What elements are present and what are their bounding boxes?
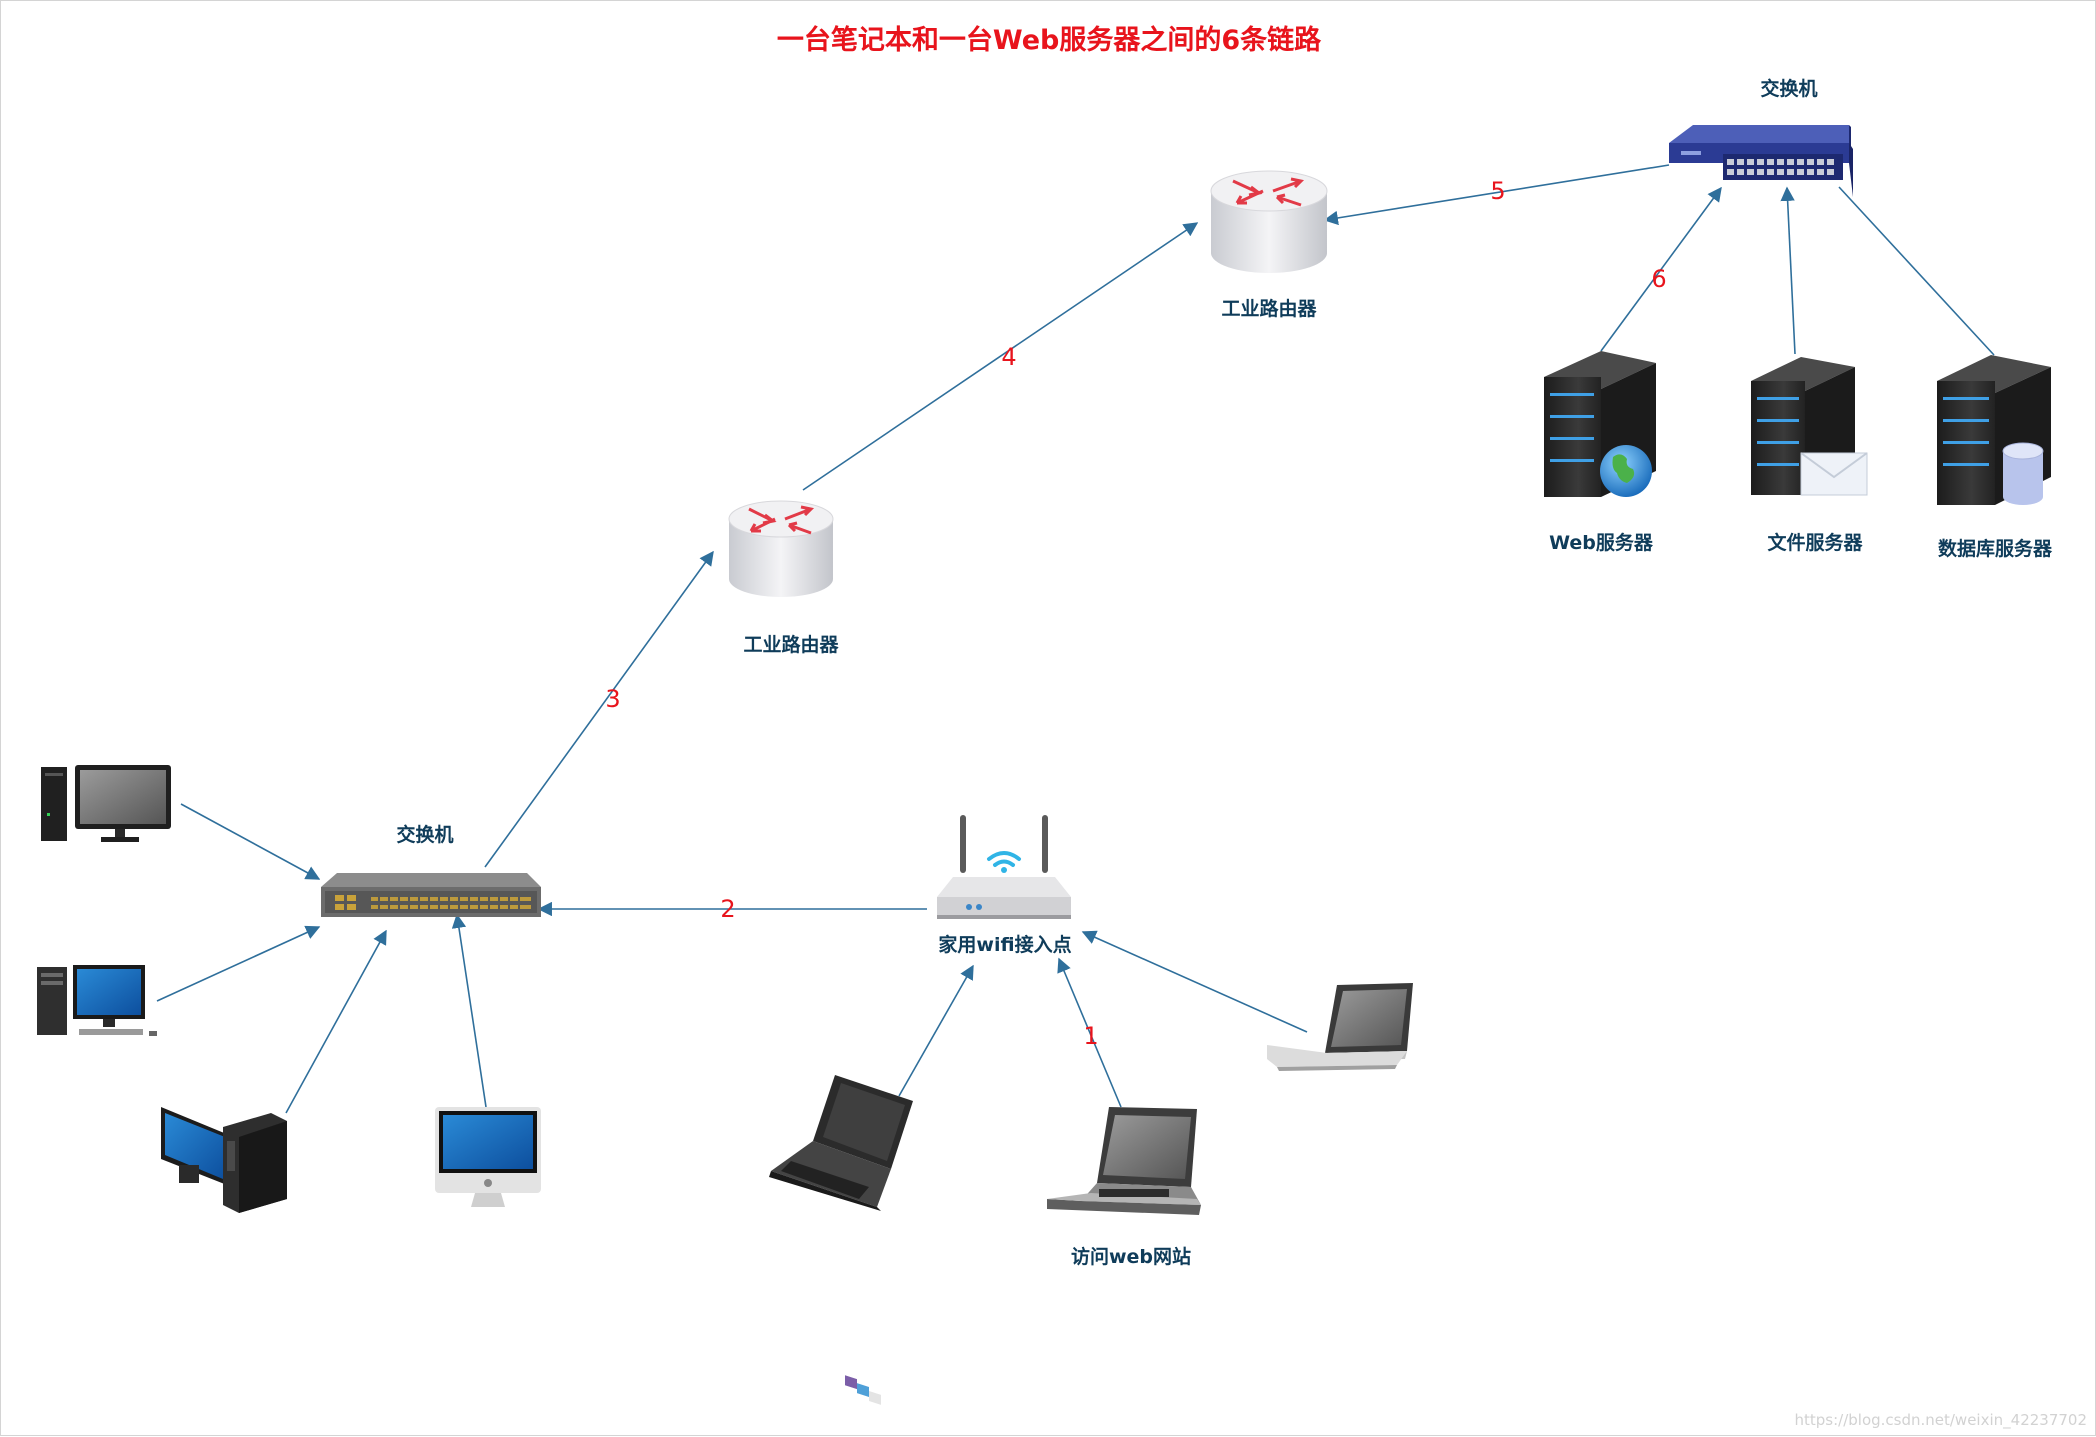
switch-top-label: 交换机 bbox=[1760, 77, 1817, 100]
switch-left-label: 交换机 bbox=[396, 823, 453, 846]
link-2: 2 bbox=[537, 895, 927, 923]
laptop-icon bbox=[1047, 1107, 1201, 1215]
desktop-computer-icon bbox=[161, 1107, 287, 1213]
web-server[interactable]: Web服务器 bbox=[1544, 351, 1656, 554]
link-2-label: 2 bbox=[720, 895, 735, 923]
link-1: 1 bbox=[1057, 957, 1122, 1108]
desktop-1-link bbox=[180, 803, 321, 880]
database-server-label: 数据库服务器 bbox=[1938, 537, 2053, 560]
router-mid-label: 工业路由器 bbox=[743, 633, 839, 656]
imac-link bbox=[451, 913, 487, 1108]
link-5: 5 bbox=[1323, 164, 1670, 226]
switch-top[interactable]: 交换机 bbox=[1669, 77, 1853, 197]
link-6: 6 bbox=[1600, 186, 1722, 352]
web-server-label: Web服务器 bbox=[1549, 531, 1654, 554]
file-server-link bbox=[1780, 186, 1796, 355]
desktop-3-link bbox=[285, 929, 387, 1114]
laptop-icon bbox=[769, 1075, 913, 1405]
router-icon bbox=[728, 500, 834, 597]
laptop-right[interactable] bbox=[1267, 983, 1413, 1071]
link-5-line bbox=[1323, 164, 1670, 226]
laptop-icon bbox=[1267, 983, 1413, 1071]
link-5-label: 5 bbox=[1490, 177, 1505, 205]
link-4-label: 4 bbox=[1001, 343, 1016, 371]
desktop-2-link bbox=[156, 925, 321, 1002]
desktop-3[interactable] bbox=[161, 1107, 287, 1213]
wifi-ap-label: 家用wifi接入点 bbox=[938, 933, 1071, 956]
file-server-icon bbox=[1751, 357, 1868, 496]
desktop-computer-icon bbox=[41, 765, 171, 842]
link-3-line bbox=[484, 550, 714, 868]
desktop-2[interactable] bbox=[37, 965, 157, 1036]
link-6-label: 6 bbox=[1651, 265, 1666, 293]
link-4: 4 bbox=[802, 222, 1199, 491]
wifi-icon bbox=[987, 851, 1021, 867]
wifi-access-point[interactable]: 家用wifi接入点 bbox=[937, 815, 1072, 956]
web-server-icon bbox=[1544, 351, 1656, 497]
laptop-left-link bbox=[898, 964, 974, 1097]
watermark: https://blog.csdn.net/weixin_42237702 bbox=[1794, 1411, 2087, 1430]
db-server-link bbox=[1838, 186, 1995, 356]
router-top[interactable]: 工业路由器 bbox=[1210, 170, 1328, 320]
wifi-router-icon bbox=[937, 815, 1071, 919]
imac[interactable] bbox=[435, 1107, 541, 1207]
router-icon bbox=[1210, 170, 1328, 273]
imac-icon bbox=[435, 1107, 541, 1207]
router-top-label: 工业路由器 bbox=[1221, 297, 1317, 320]
database-server[interactable]: 数据库服务器 bbox=[1937, 355, 2053, 560]
laptop-left[interactable] bbox=[769, 1075, 913, 1405]
link-3: 3 bbox=[484, 550, 714, 868]
link-1-line bbox=[1057, 957, 1122, 1108]
switch-left[interactable]: 交换机 bbox=[321, 823, 541, 917]
network-switch-icon bbox=[321, 873, 541, 917]
laptop-right-link bbox=[1081, 930, 1308, 1033]
link-6-line bbox=[1600, 186, 1722, 352]
link-1-label: 1 bbox=[1083, 1022, 1098, 1050]
database-server-icon bbox=[1937, 355, 2051, 505]
file-server-label: 文件服务器 bbox=[1767, 531, 1863, 554]
desktop-1[interactable] bbox=[41, 765, 171, 842]
laptop-main-label: 访问web网站 bbox=[1071, 1245, 1191, 1268]
link-3-label: 3 bbox=[605, 685, 620, 713]
network-switch-icon bbox=[1669, 125, 1853, 197]
link-4-line bbox=[802, 222, 1199, 491]
router-mid[interactable]: 工业路由器 bbox=[728, 500, 839, 656]
desktop-computer-icon bbox=[37, 965, 157, 1036]
other-links bbox=[156, 186, 1995, 1114]
diagram-title: 一台笔记本和一台Web服务器之间的6条链路 bbox=[777, 24, 1322, 56]
laptop-main[interactable]: 访问web网站 bbox=[1047, 1107, 1201, 1268]
file-server[interactable]: 文件服务器 bbox=[1751, 357, 1868, 554]
